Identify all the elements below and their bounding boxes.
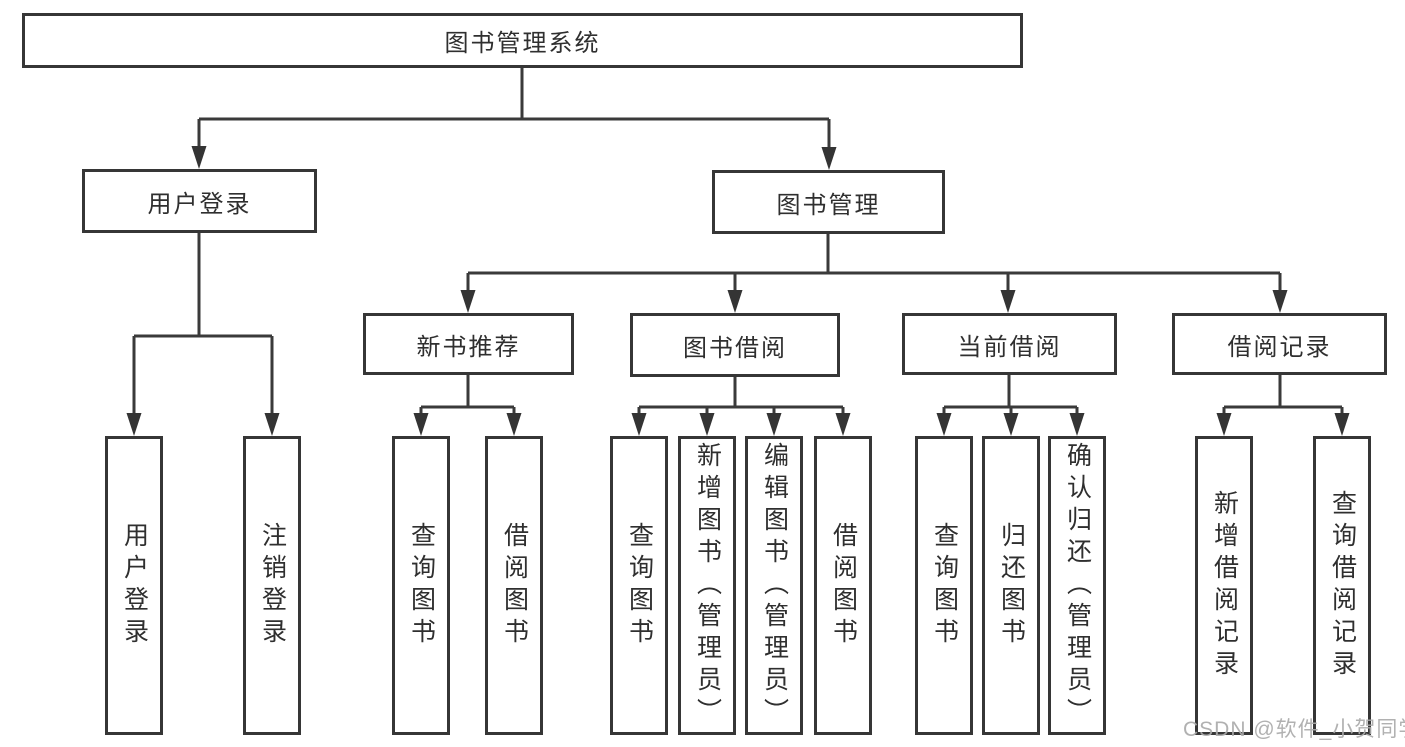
node-book-borrow: 图书借阅 [630,313,840,377]
node-book-borrow-label: 图书借阅 [683,334,787,362]
arrow-down-icon [506,413,522,436]
leaf-query-books-borrow: 查询图书 [610,436,668,735]
leaf-logout-label: 注销登录 [258,521,287,650]
arrow-down-icon [631,413,647,436]
leaf-query-borrow-record: 查询借阅记录 [1313,436,1371,735]
node-current-borrow-label: 当前借阅 [957,333,1062,361]
leaf-confirm-return-admin: 确认归还（管理员） [1048,436,1106,735]
tree-edges [132,68,1344,418]
node-root-label: 图书管理系统 [444,30,601,57]
arrow-down-icon [264,413,280,436]
arrow-down-icon [126,413,142,436]
arrow-down-icon [460,290,476,313]
node-book-management: 图书管理 [712,170,945,234]
leaf-return-book: 归还图书 [982,436,1040,735]
node-borrow-record-label: 借阅记录 [1227,333,1332,361]
arrow-down-icon [699,413,715,436]
arrow-down-icon [727,290,743,313]
leaf-confirm-return-admin-label: 确认归还（管理员） [1063,441,1092,730]
node-user-login-label: 用户登录 [147,190,252,218]
leaf-query-books-current-label: 查询图书 [930,521,959,650]
arrow-down-icon [191,146,207,169]
leaf-query-books-recommend: 查询图书 [392,436,450,735]
leaf-add-borrow-record-label: 新增借阅记录 [1210,489,1239,682]
leaf-logout: 注销登录 [243,436,301,735]
arrow-down-icon [1003,413,1019,436]
arrow-down-icon [1216,413,1232,436]
leaf-add-book-admin-label: 新增图书（管理员） [693,441,722,730]
leaf-borrow-books-label: 借阅图书 [829,521,858,650]
arrowheads [126,146,1350,436]
node-current-borrow: 当前借阅 [902,313,1117,375]
leaf-user-login: 用户登录 [105,436,163,735]
leaf-borrow-books-recommend: 借阅图书 [485,436,543,735]
leaf-add-book-admin: 新增图书（管理员） [678,436,736,735]
leaf-query-books-recommend-label: 查询图书 [407,521,436,650]
node-new-book-recommend-label: 新书推荐 [416,333,521,361]
arrow-down-icon [1000,290,1016,313]
leaf-query-books-borrow-label: 查询图书 [625,521,654,650]
arrow-down-icon [936,413,952,436]
arrow-down-icon [1334,413,1350,436]
node-borrow-record: 借阅记录 [1172,313,1387,375]
leaf-query-books-current: 查询图书 [915,436,973,735]
arrow-down-icon [766,413,782,436]
arrow-down-icon [1069,413,1085,436]
leaf-query-borrow-record-label: 查询借阅记录 [1328,489,1357,682]
leaf-borrow-books-recommend-label: 借阅图书 [500,521,529,650]
node-user-login: 用户登录 [82,169,317,233]
leaf-borrow-books: 借阅图书 [814,436,872,735]
leaf-return-book-label: 归还图书 [997,521,1026,650]
arrow-down-icon [413,413,429,436]
leaf-edit-book-admin: 编辑图书（管理员） [745,436,803,735]
arrow-down-icon [1272,290,1288,313]
arrow-down-icon [821,147,837,170]
node-new-book-recommend: 新书推荐 [363,313,574,375]
leaf-user-login-label: 用户登录 [120,521,149,650]
node-root: 图书管理系统 [22,13,1023,68]
arrow-down-icon [835,413,851,436]
leaf-add-borrow-record: 新增借阅记录 [1195,436,1253,735]
csdn-watermark: CSDN @软件_小贺同学 [1183,718,1405,741]
node-book-management-label: 图书管理 [776,191,881,219]
leaf-edit-book-admin-label: 编辑图书（管理员） [760,441,789,730]
